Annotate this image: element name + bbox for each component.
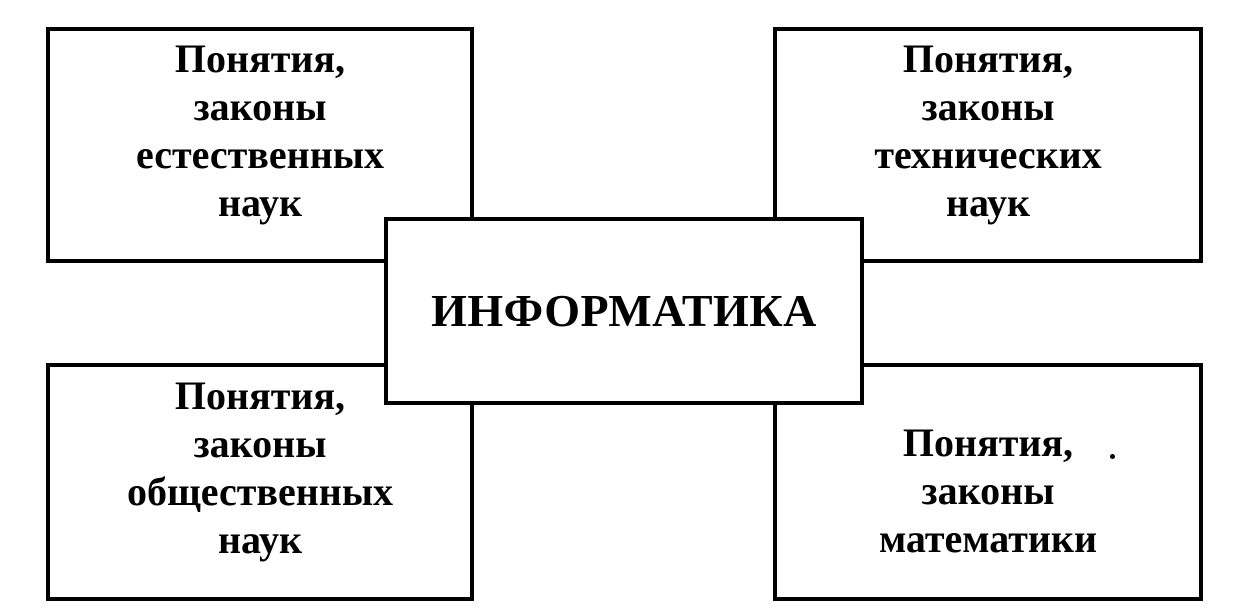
box-technical-sciences: Понятия, законы технических наук (773, 27, 1203, 263)
box-natural-sciences-label: Понятия, законы естественных наук (136, 36, 384, 225)
box-informatics-label: ИНФОРМАТИКА (431, 285, 817, 336)
box-technical-sciences-label: Понятия, законы технических наук (874, 36, 1102, 225)
box-social-sciences-label: Понятия, законы общественных наук (126, 373, 394, 562)
box-natural-sciences: Понятия, законы естественных наук (46, 27, 474, 263)
scan-speck (1110, 454, 1115, 459)
box-mathematics-label: Понятия, законы математики (878, 420, 1098, 561)
box-informatics: ИНФОРМАТИКА (384, 217, 864, 405)
